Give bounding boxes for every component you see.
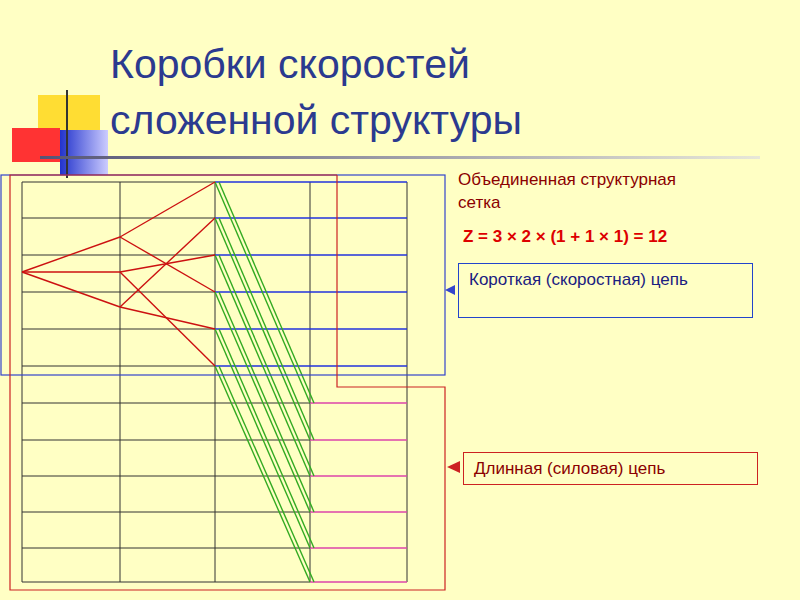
short-chain-region xyxy=(1,175,445,375)
grid-stroke xyxy=(215,254,407,256)
grid-stroke xyxy=(215,181,407,183)
grid-stroke xyxy=(22,255,215,256)
formula-label: Z = 3 × 2 × (1 + 1 × 1) = 12 xyxy=(463,226,783,248)
ray-lines xyxy=(22,182,407,582)
grid-stroke xyxy=(22,182,215,183)
grid-stroke xyxy=(310,581,407,583)
grid-stroke xyxy=(215,512,310,513)
grid-stroke xyxy=(215,291,407,293)
grid-stroke xyxy=(215,218,310,440)
decor-squares xyxy=(12,90,108,178)
callout-arrow xyxy=(445,285,455,295)
grid-stroke xyxy=(310,182,311,582)
grid-stroke xyxy=(310,511,407,513)
grid-stroke xyxy=(310,439,407,441)
grid-stroke xyxy=(120,237,215,292)
grid-stroke xyxy=(120,272,215,366)
callout-arrow xyxy=(447,461,460,473)
grid-stroke xyxy=(22,272,120,307)
grid-stroke xyxy=(22,292,215,293)
grid-stroke xyxy=(215,182,216,582)
grid-stroke xyxy=(215,582,310,583)
grid-stroke xyxy=(120,218,215,307)
grid-lines xyxy=(22,182,407,582)
grid-stroke xyxy=(22,476,215,477)
callout-text: Длинная (силовая) цепь xyxy=(474,457,747,480)
grid-stroke xyxy=(120,255,215,272)
callout-box: Длинная (силовая) цепь xyxy=(463,452,758,485)
grid-stroke xyxy=(219,366,314,582)
grid-stroke xyxy=(22,329,215,330)
grid-stroke xyxy=(215,255,310,476)
grid-stroke xyxy=(215,292,310,512)
grid-stroke xyxy=(215,329,310,548)
grid-stroke xyxy=(219,255,314,476)
title-rule xyxy=(40,156,760,159)
grid-stroke xyxy=(22,582,215,583)
grid-stroke xyxy=(407,182,408,582)
callout-box: Короткая (скоростная) цепь xyxy=(458,263,753,318)
grid-stroke xyxy=(22,182,23,582)
grid-stroke xyxy=(215,328,407,330)
grid-stroke xyxy=(22,237,120,272)
grid-stroke xyxy=(22,218,215,219)
grid-stroke xyxy=(22,440,215,441)
slide-title: Коробки скоростей сложенной структуры xyxy=(110,36,640,148)
grid-stroke xyxy=(219,292,314,512)
grid-stroke xyxy=(120,182,121,582)
long-chain-region xyxy=(10,175,445,590)
grid-stroke xyxy=(310,475,407,477)
grid-stroke xyxy=(22,512,215,513)
callout-text: Короткая (скоростная) цепь xyxy=(469,268,742,291)
grid-stroke xyxy=(22,403,215,404)
grid-stroke xyxy=(215,365,407,367)
grid-stroke xyxy=(310,402,407,404)
grid-stroke xyxy=(219,329,314,548)
grid-stroke xyxy=(215,366,310,582)
grid-stroke xyxy=(310,547,407,549)
grid-stroke xyxy=(215,217,407,219)
grid-stroke xyxy=(120,307,215,329)
grid-stroke xyxy=(120,182,215,237)
grid-stroke xyxy=(215,182,310,403)
note-label: Объединенная структурная сетка xyxy=(458,168,698,214)
grid-stroke xyxy=(22,548,215,549)
grid-stroke xyxy=(22,366,215,367)
grid-stroke xyxy=(22,271,120,272)
